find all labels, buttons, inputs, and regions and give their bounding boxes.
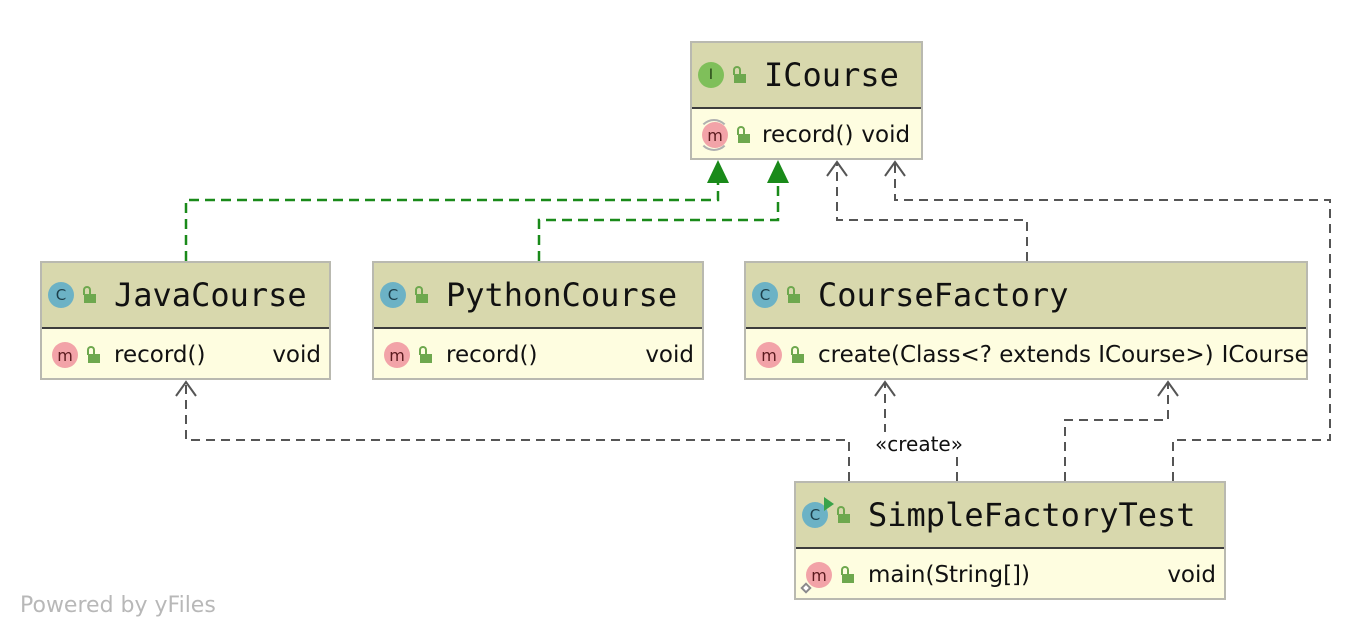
node-simplefactorytest-method-row[interactable]: m main(String[]) void: [796, 549, 1224, 601]
node-pythoncourse-method-row[interactable]: m record() void: [374, 329, 702, 381]
create-arrowhead: [874, 380, 896, 397]
method-icon: m: [756, 342, 782, 368]
public-lock-icon: [414, 286, 428, 304]
node-coursefactory-header: C CourseFactory: [746, 263, 1306, 329]
realization-pythoncourse-icourse: [537, 183, 780, 261]
method-return-type: void: [272, 342, 321, 368]
node-pythoncourse-title: PythonCourse: [446, 276, 678, 314]
method-icon: m: [384, 342, 410, 368]
public-lock-icon: [786, 286, 800, 304]
node-icourse-method-row[interactable]: m record() void: [692, 109, 921, 161]
dependency-simplefactorytest-javacourse: [185, 382, 850, 481]
method-name: main(String[]): [868, 562, 1030, 588]
dependency-arrowhead-sft-java: [175, 380, 197, 397]
node-coursefactory[interactable]: C CourseFactory m create(Class<? extends…: [744, 261, 1309, 381]
node-javacourse-method-row[interactable]: m record() void: [42, 329, 329, 381]
node-simplefactorytest-title: SimpleFactoryTest: [868, 496, 1196, 534]
public-lock-icon: [82, 286, 96, 304]
public-lock-icon: [836, 506, 850, 524]
dependency-simplefactorytest-icourse: [894, 162, 1331, 481]
node-pythoncourse-header: C PythonCourse: [374, 263, 702, 329]
method-return-type: void: [1167, 562, 1216, 588]
public-lock-icon: [86, 346, 100, 364]
node-javacourse-header: C JavaCourse: [42, 263, 329, 329]
class-icon: C: [752, 282, 778, 308]
method-return-type: void: [861, 122, 911, 148]
method-return-type: ICourse: [1221, 342, 1309, 368]
dependency-coursefactory-icourse: [836, 162, 1028, 261]
class-icon: C: [380, 282, 406, 308]
abstract-method-icon: m: [698, 119, 730, 151]
node-javacourse[interactable]: C JavaCourse m record() void: [40, 261, 331, 380]
watermark: Powered by yFiles: [20, 593, 216, 618]
public-lock-icon: [732, 66, 746, 84]
node-javacourse-title: JavaCourse: [114, 276, 307, 314]
node-icourse[interactable]: I ICourse m record() void: [690, 41, 923, 160]
public-lock-icon: [418, 346, 432, 364]
realization-arrowhead-python: [767, 160, 789, 183]
node-pythoncourse[interactable]: C PythonCourse m record() void: [372, 261, 704, 380]
method-return-type: void: [645, 342, 694, 368]
node-coursefactory-method-row[interactable]: m create(Class<? extends ICourse>) ICour…: [746, 329, 1309, 381]
node-coursefactory-title: CourseFactory: [818, 276, 1069, 314]
runnable-class-icon: C: [802, 497, 834, 528]
dependency-arrowhead-cf-icourse: [826, 160, 848, 177]
dependency-arrowhead-sft-cf: [1157, 380, 1179, 397]
public-lock-icon: [840, 566, 854, 584]
create-stereotype-label: «create»: [874, 432, 964, 456]
class-icon: C: [48, 282, 74, 308]
node-simplefactorytest[interactable]: C SimpleFactoryTest m main(String[]) voi…: [794, 481, 1226, 600]
interface-icon: I: [698, 62, 724, 88]
public-lock-icon: [736, 126, 750, 144]
realization-arrowhead-java: [707, 160, 729, 183]
public-lock-icon: [790, 346, 804, 364]
method-name: record(): [114, 342, 206, 368]
node-simplefactorytest-header: C SimpleFactoryTest: [796, 483, 1224, 549]
method-name: record(): [762, 122, 854, 148]
method-icon: m: [52, 342, 78, 368]
node-icourse-title: ICourse: [764, 56, 899, 94]
dependency-sft-coursefactory: [1064, 382, 1169, 481]
realization-javacourse-icourse: [184, 183, 720, 261]
node-icourse-header: I ICourse: [692, 43, 921, 109]
method-name: record(): [446, 342, 538, 368]
static-method-icon: m: [800, 562, 832, 594]
dependency-arrowhead-sft-icourse: [884, 160, 906, 177]
method-name: create(Class<? extends ICourse>): [818, 342, 1214, 368]
